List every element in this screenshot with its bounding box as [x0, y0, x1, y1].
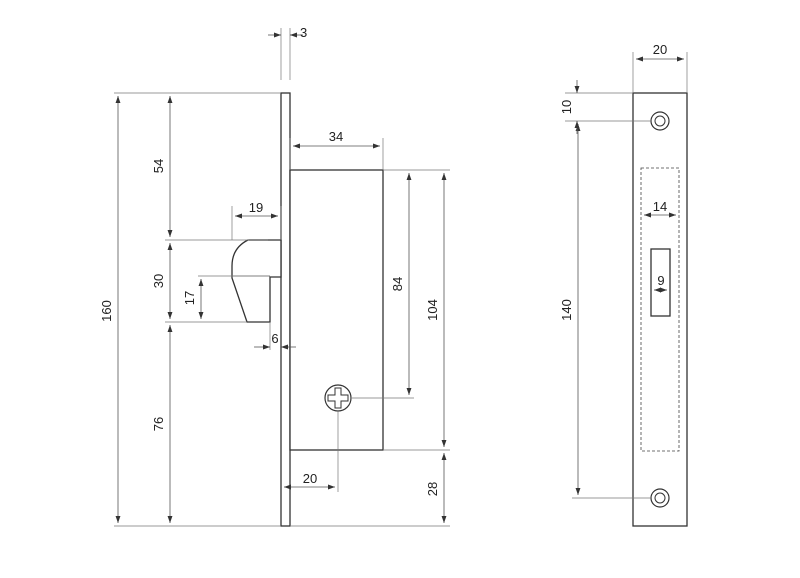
- dim-bottom-to-hook: 76: [151, 417, 166, 431]
- dim-top-to-hook: 54: [151, 159, 166, 173]
- dim-hook-inner: 17: [182, 291, 197, 305]
- dim-slot-width: 14: [653, 199, 667, 214]
- dim-total-height: 160: [99, 300, 114, 322]
- dim-screw-to-top: 84: [390, 277, 405, 291]
- dim-body-depth: 34: [329, 129, 343, 144]
- dim-hook-reach: 19: [249, 200, 263, 215]
- dim-faceplate-thickness: 3: [300, 25, 307, 40]
- dim-window-width: 9: [657, 273, 664, 288]
- dim-plate-width: 20: [653, 42, 667, 57]
- dim-hole-offset: 10: [559, 100, 574, 114]
- bolt-window: [650, 248, 671, 317]
- screw-head-icon: [324, 384, 352, 412]
- dim-hole-spacing: 140: [559, 299, 574, 321]
- dim-screw-offset: 20: [303, 471, 317, 486]
- dim-body-height: 104: [425, 299, 440, 321]
- side-view: 3 34 19 6 20 160 54 30 17 76 84 104 28: [99, 25, 450, 527]
- hook-bolt: [231, 239, 282, 323]
- dim-bottom-margin: 28: [425, 482, 440, 496]
- mounting-hole-icon: [650, 488, 670, 508]
- front-view: 20 14 9 10 140: [559, 42, 688, 527]
- mounting-hole-icon: [650, 111, 670, 131]
- body-outline-hidden: [640, 167, 680, 452]
- dim-hook-gap: 6: [271, 331, 278, 346]
- faceplate: [280, 92, 291, 527]
- dim-hook-height: 30: [151, 274, 166, 288]
